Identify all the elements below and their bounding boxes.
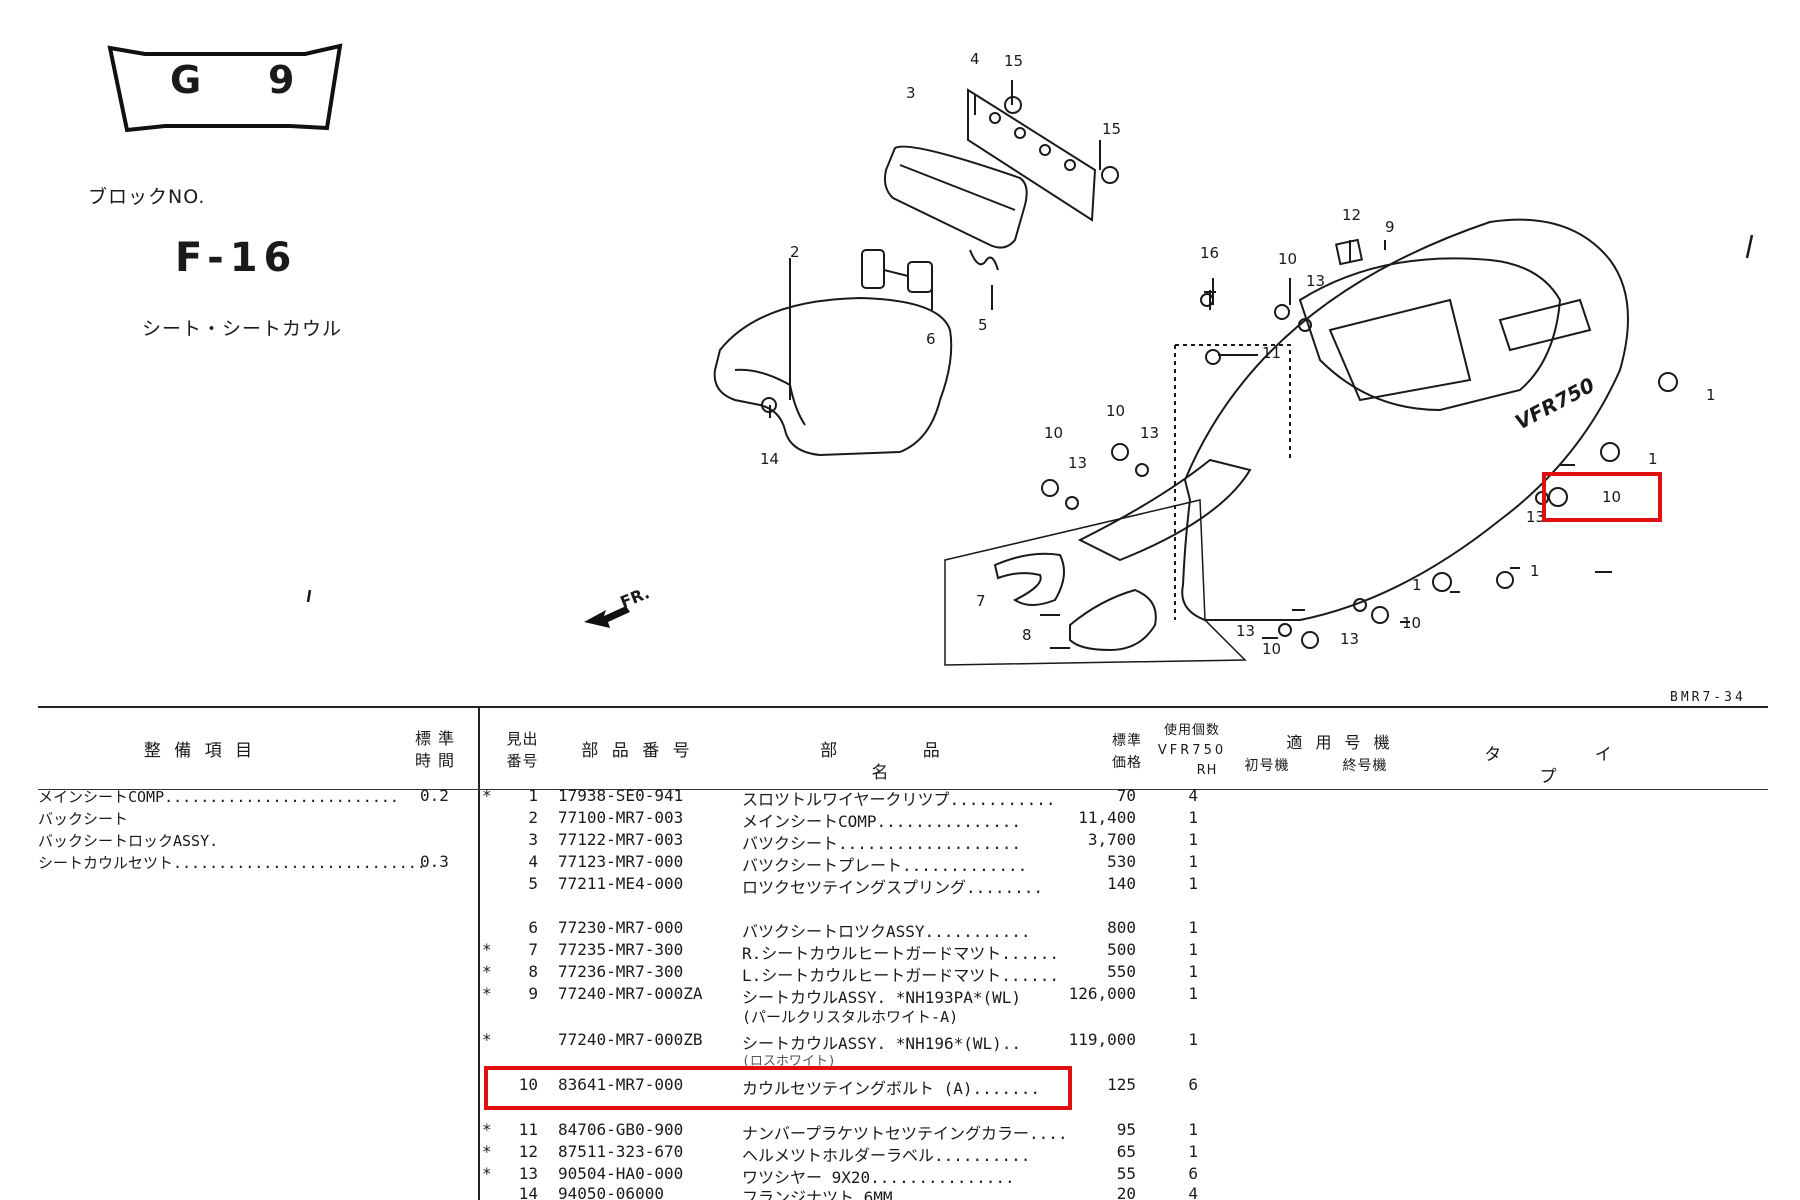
exploded-parts-diagram: G 9 ブロックNO. F-16 シート・シートカウル FR. (88, 43, 1754, 666)
callout-10d: 10 (1602, 488, 1622, 506)
service-item-time: 0.3 (420, 852, 449, 871)
service-item: バックシート (38, 810, 129, 828)
callout-9: 9 (1385, 218, 1395, 236)
callout-1c: 1 (1530, 562, 1540, 580)
header-applicable-models: 適 用 号 機 (1286, 733, 1394, 752)
header-service-items: 整 備 項 目 (143, 741, 257, 761)
callout-3: 3 (906, 84, 916, 102)
callout-1b: 1 (1648, 450, 1658, 468)
service-item: バックシートロックASSY. (38, 832, 219, 850)
table-highlight-part-10 (484, 1066, 1072, 1110)
header-std-time-2: 時 間 (414, 751, 456, 770)
cowl-model-text: VFR750 (1511, 373, 1599, 435)
parts-line-drawing: VFR750 (306, 80, 1754, 666)
service-item-time: 0.2 (420, 786, 449, 805)
callout-15b: 15 (1102, 120, 1122, 138)
header-std-price-2: 価格 (1112, 755, 1142, 771)
header-ref-no-1: 見出 (506, 730, 539, 748)
callout-10c: 10 (1044, 424, 1064, 442)
callout-13d: 13 (1526, 508, 1546, 526)
callout-1a: 1 (1706, 386, 1716, 404)
callout-2: 2 (790, 243, 800, 261)
header-std-price-1: 標準 (1112, 733, 1142, 749)
header-part-number: 部 品 番 号 (581, 741, 694, 761)
block-title: シート・シートカウル (142, 318, 343, 340)
callout-4: 4 (970, 50, 980, 68)
callout-16: 16 (1200, 244, 1220, 262)
callout-1d: 1 (1412, 576, 1422, 594)
callout-13a: 13 (1306, 272, 1326, 290)
callout-13b: 13 (1140, 424, 1160, 442)
callout-12: 12 (1342, 206, 1362, 224)
callout-10e: 10 (1402, 614, 1422, 632)
sheet-code: BMR7-34 (1670, 690, 1746, 705)
diagram-highlight-part-10 (1542, 472, 1662, 522)
header-type: タ イ プ (1484, 745, 1656, 787)
callout-8: 8 (1022, 626, 1032, 644)
part-subnote: (パールクリスタルホワイト-A) (742, 1008, 959, 1026)
header-qty-1: 使用個数 (1163, 723, 1220, 738)
callout-15a: 15 (1004, 52, 1024, 70)
header-qty-2: VFR750 (1157, 743, 1227, 758)
header-first-no: 初号機 (1244, 758, 1290, 774)
header-ref-no-2: 番号 (506, 752, 539, 770)
callout-7: 7 (976, 592, 986, 610)
callout-10f: 10 (1262, 640, 1282, 658)
service-item: メインシートCOMP.......................... (38, 788, 399, 806)
callout-11: 11 (1262, 344, 1282, 362)
callout-10a: 10 (1278, 250, 1298, 268)
callout-13e: 13 (1236, 622, 1256, 640)
part-subnote: (ロスホワイト) (742, 1054, 836, 1069)
block-badge-number: 9 (268, 58, 295, 102)
callout-14: 14 (760, 450, 780, 468)
table-header-rule (38, 789, 1768, 790)
front-arrow-icon (584, 606, 630, 628)
block-badge (107, 43, 343, 133)
block-no-label: ブロックNO. (88, 186, 206, 208)
callout-13f: 13 (1340, 630, 1360, 648)
header-qty-3: RH (1196, 763, 1218, 778)
callout-6: 6 (926, 330, 936, 348)
header-part-name: 部 品 名 (820, 741, 980, 783)
callout-13c: 13 (1068, 454, 1088, 472)
callout-5: 5 (978, 316, 988, 334)
service-item: シートカウルセツト............................ (38, 854, 426, 872)
block-no-value: F-16 (175, 235, 298, 281)
block-badge-letter: G (170, 58, 202, 102)
table-top-rule (38, 706, 1768, 708)
table-column-divider (478, 706, 480, 1200)
callout-10b: 10 (1106, 402, 1126, 420)
header-last-no: 終号機 (1342, 758, 1388, 774)
header-std-time-1: 標 準 (414, 729, 456, 748)
